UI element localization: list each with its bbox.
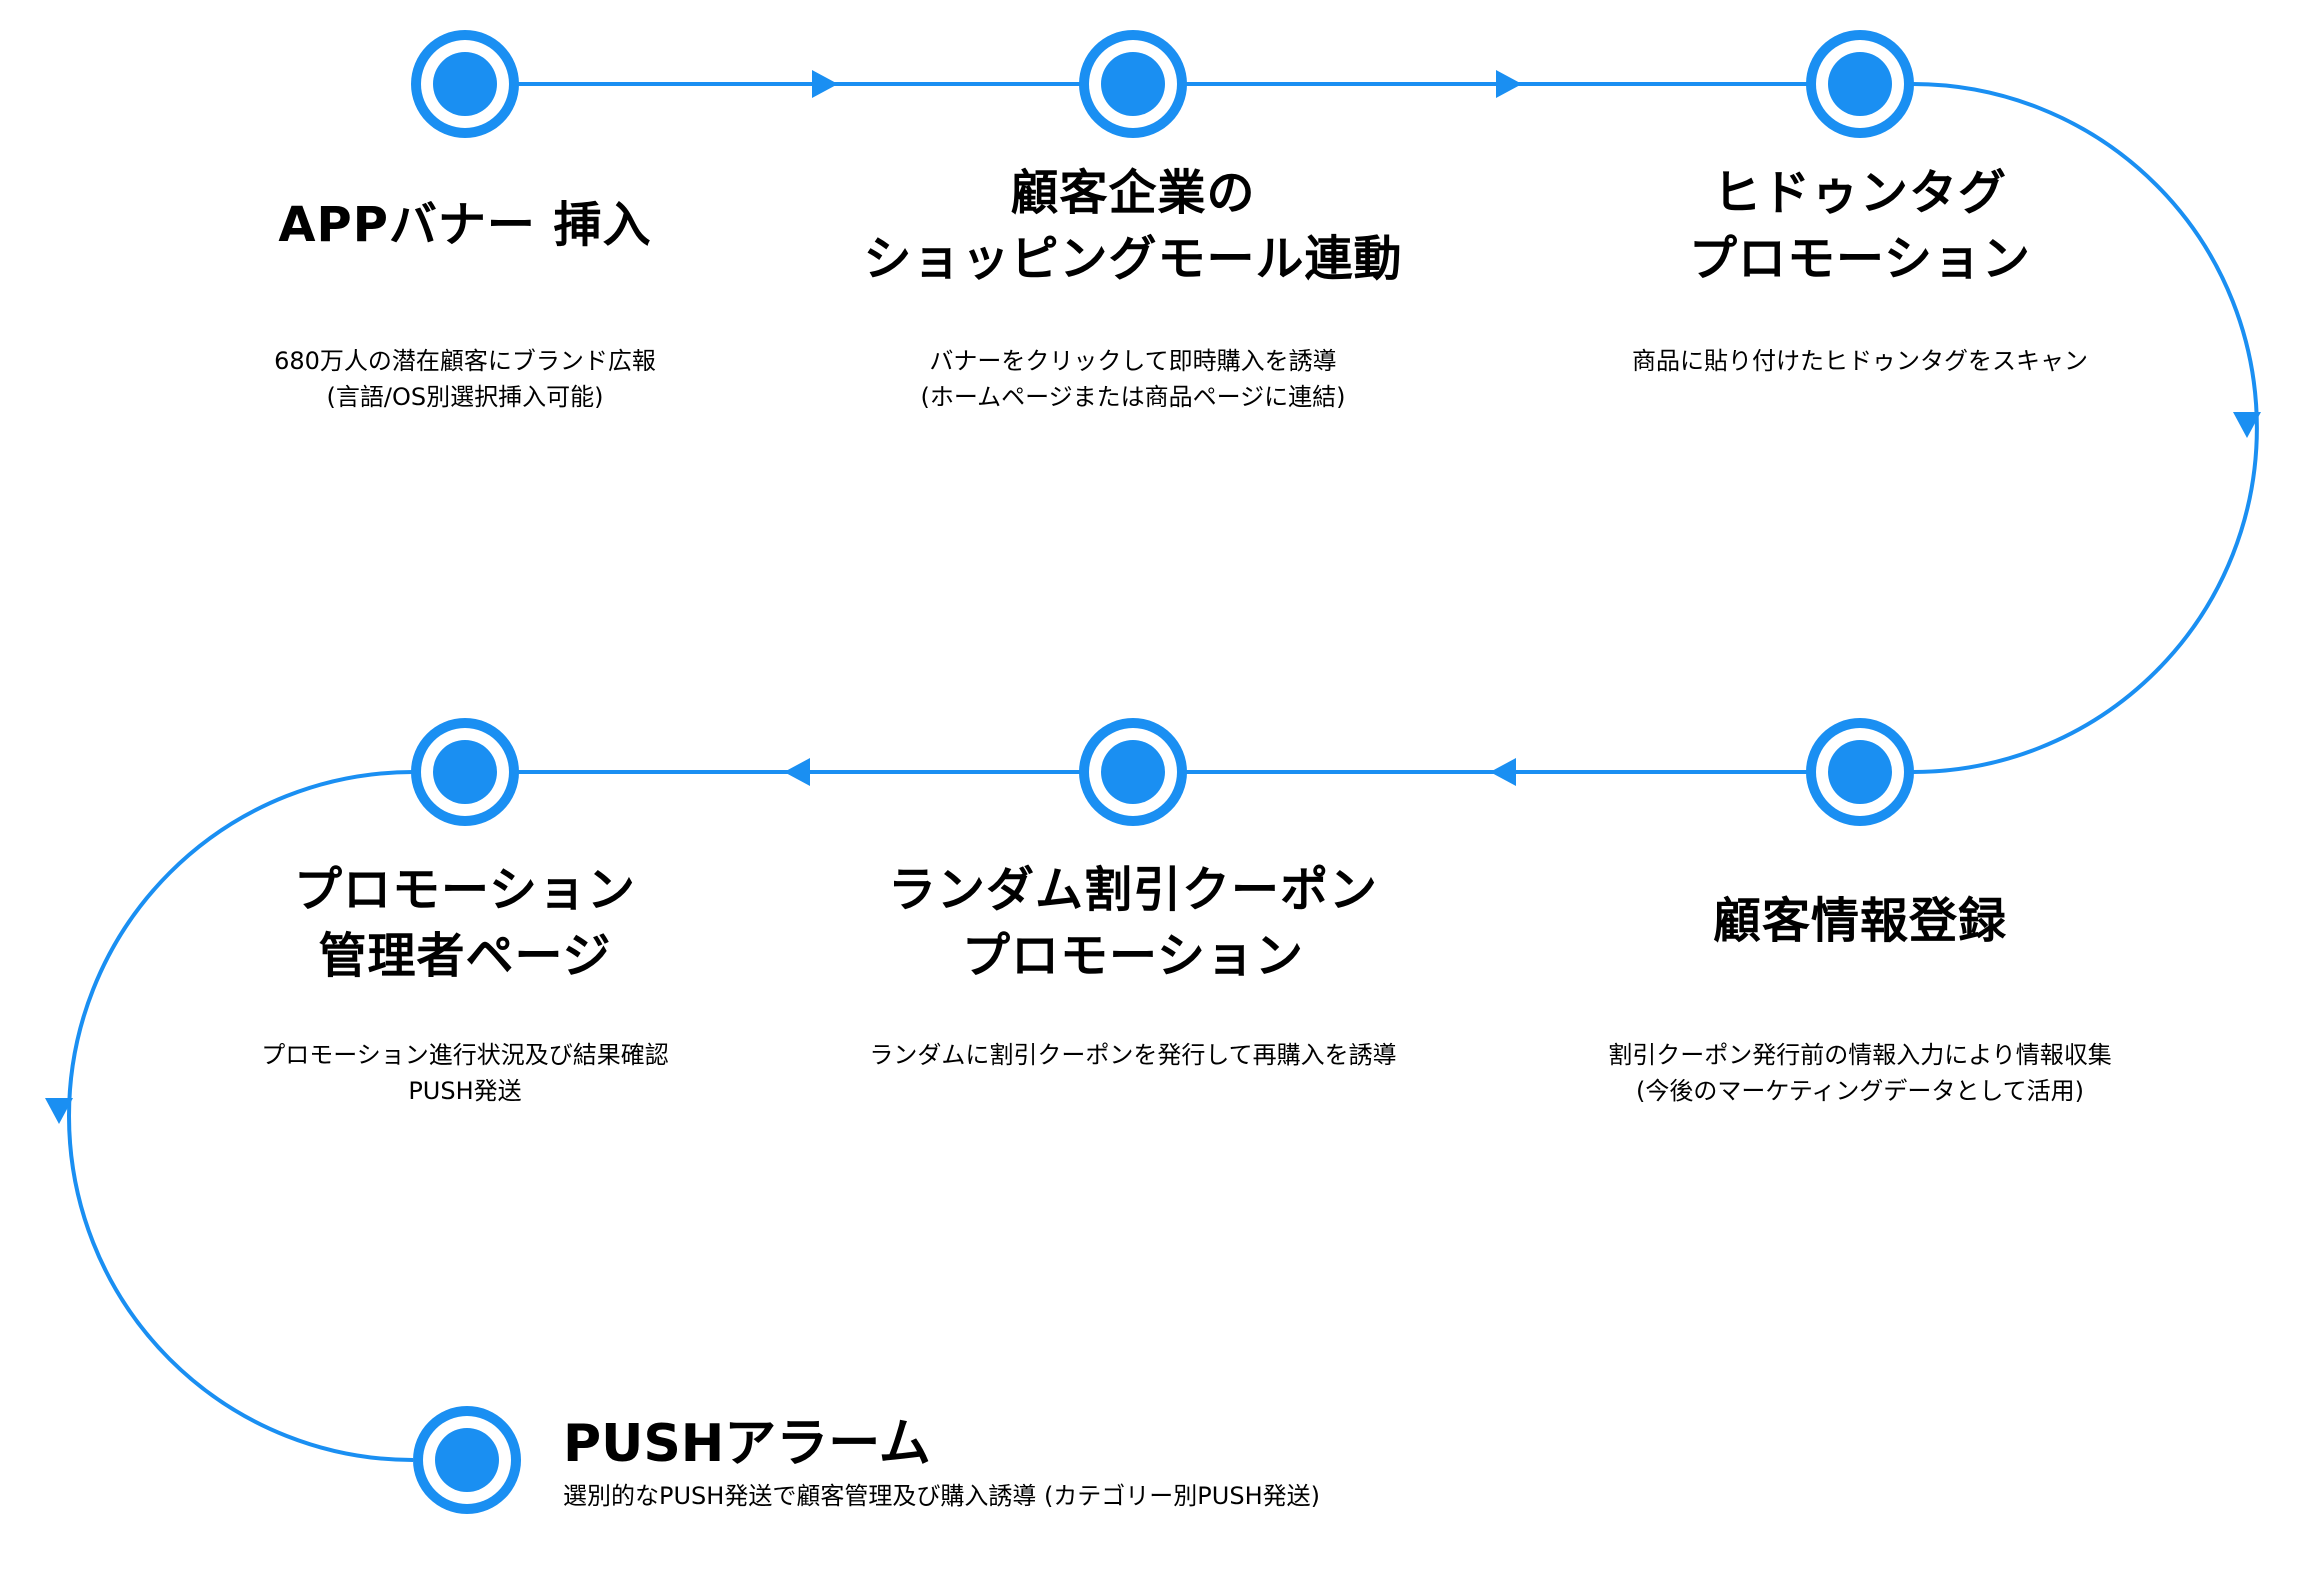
step-4-description: 割引クーポン発行前の情報入力により情報収集 (今後のマーケティングデータとして活… [1608, 1041, 2112, 1105]
step-2-node-icon [1079, 30, 1187, 138]
arrow-down-icon [45, 1098, 73, 1124]
step-7-description: 選別的なPUSH発送で顧客管理及び購入誘導 (カテゴリー別PUSH発送) [563, 1482, 1320, 1510]
step-2-title: 顧客企業の ショッピングモール連動 [863, 165, 1403, 287]
step-5-title: ランダム割引クーポン プロモーション [887, 862, 1378, 984]
arrow-left-icon [784, 758, 810, 786]
arrow-left-icon [1490, 758, 1516, 786]
step-3-title: ヒドゥンタグ プロモーション [1688, 165, 2032, 287]
step-1-node-icon [411, 30, 519, 138]
step-7-node-icon [413, 1406, 521, 1514]
arrow-right-icon [1496, 70, 1522, 98]
arrow-right-icon [812, 70, 838, 98]
step-2-description: バナーをクリックして即時購入を誘導 (ホームページまたは商品ページに連結) [920, 347, 1346, 411]
connector-6-7-curve [67, 770, 414, 1462]
step-1-title: APPバナー 挿入 [278, 197, 652, 253]
step-4-node-icon [1806, 718, 1914, 826]
step-7-title: PUSHアラーム [563, 1414, 931, 1474]
step-6-node-icon [411, 718, 519, 826]
arrow-down-icon [2233, 412, 2261, 438]
connector-3-4-curve [1912, 82, 2259, 774]
step-6-description: プロモーション進行状況及び結果確認 PUSH発送 [261, 1041, 669, 1105]
step-3-description: 商品に貼り付けたヒドゥンタグをスキャン [1632, 347, 2088, 375]
step-5-description: ランダムに割引クーポンを発行して再購入を誘導 [869, 1041, 1397, 1069]
step-6-title: プロモーション 管理者ページ [293, 862, 637, 984]
step-4-title: 顧客情報登録 [1712, 893, 2007, 949]
step-3-node-icon [1806, 30, 1914, 138]
step-5-node-icon [1079, 718, 1187, 826]
step-1-description: 680万人の潜在顧客にブランド広報 (言語/OS別選択挿入可能) [274, 347, 656, 411]
